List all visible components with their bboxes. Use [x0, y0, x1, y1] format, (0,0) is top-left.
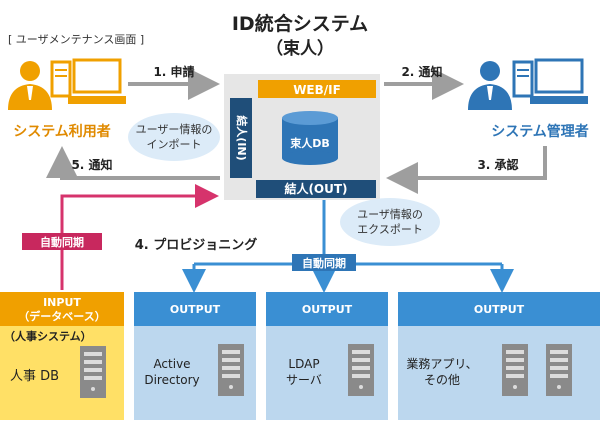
export-bubble-line2: エクスポート [357, 223, 423, 236]
output-ldap-header: OUTPUT [302, 303, 353, 316]
output-box-ldap-header [266, 292, 388, 326]
arrow-notify-user [46, 146, 220, 180]
output-box-apps-header [398, 292, 600, 326]
export-bubble [340, 198, 440, 246]
system-user-icon [8, 58, 126, 110]
step-notify-user-label: 5. 通知 [71, 157, 112, 172]
step-approve-label: 3. 承認 [477, 157, 518, 172]
input-box-header [0, 292, 124, 326]
web-if-label: WEB/IF [293, 83, 341, 97]
output-ldap-line2: サーバ [286, 373, 322, 387]
in-bar [230, 98, 252, 178]
output-apps-line1: 業務アプリ、 [406, 357, 477, 371]
input-name: 人事 DB [10, 369, 59, 384]
sync-label-left: 自動同期 [40, 235, 84, 249]
database-icon [282, 111, 338, 165]
step-notify-admin-label: 2. 通知 [401, 64, 442, 79]
output-apps-line2: その他 [424, 373, 460, 387]
import-bubble-line1: ユーザー情報の [136, 123, 213, 136]
arrow-approve [386, 146, 547, 194]
export-bubble-line1: ユーザ情報の [357, 208, 423, 221]
input-header-line2: （データベース） [18, 309, 105, 323]
output-apps-header: OUTPUT [474, 303, 525, 316]
sync-label-left-bg [22, 233, 102, 250]
apps-server-icon-1 [502, 344, 528, 396]
system-admin-label: システム管理者 [491, 123, 589, 140]
output-ad-header: OUTPUT [170, 303, 221, 316]
web-if-bar [258, 80, 376, 98]
apps-server-icon-2 [546, 344, 572, 396]
ldap-server-icon [348, 344, 374, 396]
out-label: 結人(OUT) [284, 181, 347, 196]
maintenance-label: [ ユーザメンテナンス画面 ] [8, 33, 144, 46]
title-line2: （束人） [266, 38, 334, 59]
input-header-line1: INPUT [43, 296, 81, 309]
input-sublabel: （人事システム） [4, 329, 92, 343]
out-bar [256, 180, 376, 198]
sync-label-right: 自動同期 [302, 256, 346, 270]
title-line1: ID統合システム [232, 12, 368, 35]
arrow-input-sync [60, 184, 219, 290]
step-provisioning-label: 4. プロビジョニング [135, 237, 258, 253]
output-ad-line2: Directory [144, 373, 199, 387]
system-user-label: システム利用者 [13, 123, 111, 140]
database-label: 束人DB [290, 136, 330, 150]
output-ldap-line1: LDAP [288, 357, 319, 371]
hr-db-server-icon [80, 346, 106, 398]
import-bubble-line2: インポート [147, 138, 202, 151]
import-bubble [128, 113, 220, 161]
in-label: 結人(IN) [235, 115, 249, 160]
ad-server-icon [218, 344, 244, 396]
output-ad-line1: Active [153, 357, 190, 371]
sync-label-right-bg [292, 254, 356, 271]
step-apply-label: 1. 申請 [153, 64, 194, 79]
output-box-ad-header [134, 292, 256, 326]
system-admin-icon [468, 58, 588, 110]
